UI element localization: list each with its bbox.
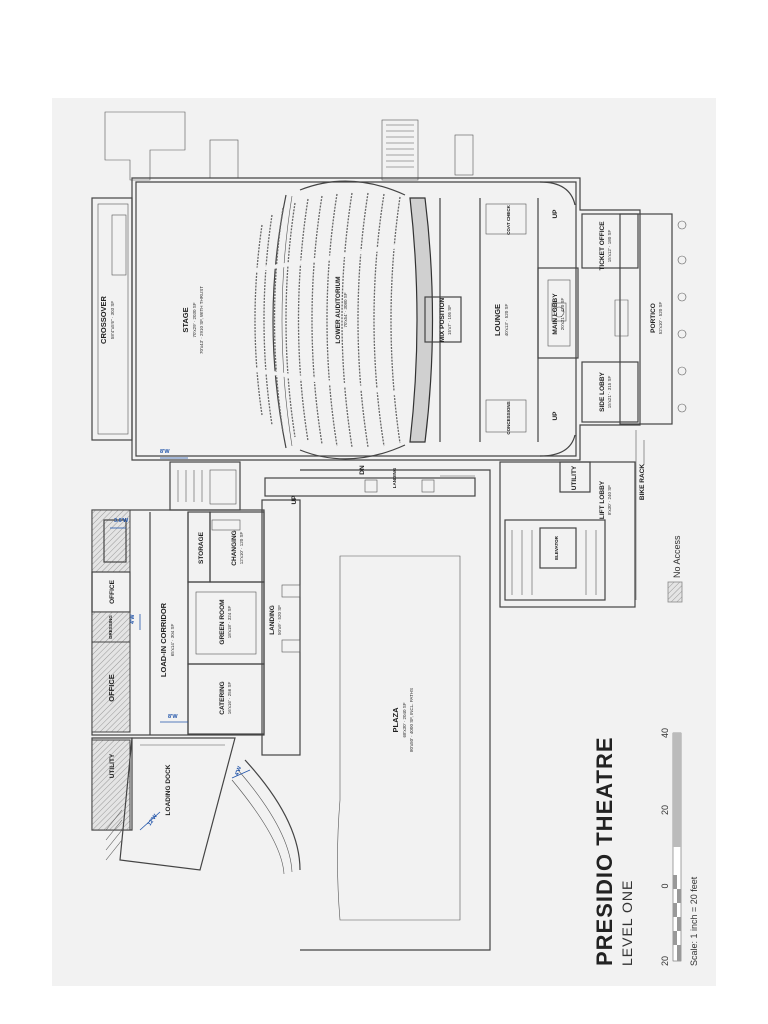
marker-up-1: UP [552,209,559,219]
label-portico: PORTICO [650,303,657,333]
marker-up-2: UP [552,411,559,421]
label-utility-west: UTILITY [109,753,116,778]
label-office-2: OFFICE [107,674,116,702]
label-elevator: ELEVATOR [554,535,559,560]
title-block: PRESIDIO THEATRE LEVEL ONE [592,736,635,966]
area-lounge: 40'x13' · 520 SF [504,304,509,337]
label-side-lobby: SIDE LOBBY [599,371,606,411]
area-catering: 16'x16' · 256 SF [227,682,232,715]
area-green-room: 18'x18' · 324 SF [227,606,232,639]
backstage-wing [91,461,265,871]
label-changing: CHANGING [231,530,238,565]
dim-4w-dock: 4'W [234,765,243,777]
label-mix-position: MIX POSITION [439,297,446,342]
dim-3-6w: 3.6'W [114,518,129,524]
scale-tick-20-left: 20 [660,956,670,966]
label-storage: STORAGE [198,531,205,564]
label-landing-small: LANDING [392,467,397,488]
label-stage: STAGE [181,307,190,332]
marker-up-3: UP [291,495,298,505]
area-changing: 12'x10' · 120 SF [239,532,244,565]
area-side-lobby: 15'x21' · 315 SF [607,376,612,409]
auditorium-seating [254,192,401,448]
scale-bar: 20 0 20 40 Scale: 1 inch = 20 feet [660,728,699,966]
scale-caption: Scale: 1 inch = 20 feet [689,876,699,966]
plaza-zone [231,469,491,951]
label-green-room: GREEN ROOM [219,599,226,644]
area-stage: 70'x29' · 2030 SF [192,302,197,337]
legend: No Access [667,535,683,603]
area-load-in-corridor: 65'x14' · 304 SF [170,624,175,657]
scale-tick-40: 40 [660,728,670,738]
east-wing [499,430,645,608]
no-access-swatch [667,581,683,603]
title-name: PRESIDIO THEATRE [592,736,617,966]
area-main-lobby: 20'x21' · 420 SF [560,298,565,331]
label-catering: CATERING [219,681,226,714]
area-lift-lobby: 8'x30' · 240 SF [607,485,612,515]
area-mix-position: 15'x7' · 105 SF [447,305,452,335]
dim-8w-top: 8'W [160,449,170,455]
label-plaza: PLAZA [391,707,400,733]
legend-no-access: No Access [672,535,682,578]
area-plaza-paths: 80'x50' · 4000 SF, INCL. PATHS [409,688,414,752]
area-plaza: 68'x30' · 2040 SF [402,702,407,737]
scale-tick-0: 0 [660,883,670,888]
label-lower-auditorium: LOWER AUDITORIUM [335,276,342,343]
label-office-1: OFFICE [109,579,116,603]
stair-markers: UP UP UP DN [291,209,559,505]
landing-zone [261,469,476,756]
area-landing: 50'x9' · 520 SF [277,605,282,635]
label-ticket-office: TICKET OFFICE [599,221,606,271]
label-coat-check: COAT CHECK [506,204,511,234]
area-portico: 52'x10' · 520 SF [658,302,663,335]
width-dimensions: 8'W 3.6'W 4'W 8'W 4'W 12'W [110,449,251,831]
label-lift-lobby: LIFT LOBBY [599,480,606,519]
label-concessions: CONCESSIONS [506,401,511,434]
area-ticket-office: 15'x12' · 180 SF [607,230,612,263]
label-lounge: LOUNGE [493,304,502,336]
title-level: LEVEL ONE [619,880,635,966]
scale-tick-20: 20 [660,805,670,815]
area-stage-thrust: 70'x43' · 2910 SF, WITH THRUST [199,286,204,354]
front-of-house [409,197,687,443]
label-dressing: DRESSING [108,615,113,639]
room-labels: CROSSOVER 58'4"x5'6" · 303 SF STAGE 70'x… [99,204,663,815]
dim-4w-mid: 4'W [130,614,136,624]
label-utility-east: UTILITY [571,465,578,490]
label-bike-rack: BIKE RACK [639,464,646,500]
label-landing: LANDING [269,605,276,635]
dim-12w: 12'W [147,813,160,827]
aisles [254,243,406,397]
label-loading-dock: LOADING DOCK [165,764,172,815]
dim-8w-bottom: 8'W [168,714,178,720]
area-crossover: 58'4"x5'6" · 303 SF [110,301,115,339]
label-load-in-corridor: LOAD-IN CORRIDOR [159,602,168,677]
building-outline [91,111,641,461]
label-main-lobby: MAIN LOBBY [552,293,559,335]
label-crossover: CROSSOVER [99,295,108,344]
area-lower-auditorium: 70'x54' · 3080 SF [343,292,348,327]
marker-dn: DN [359,465,366,475]
